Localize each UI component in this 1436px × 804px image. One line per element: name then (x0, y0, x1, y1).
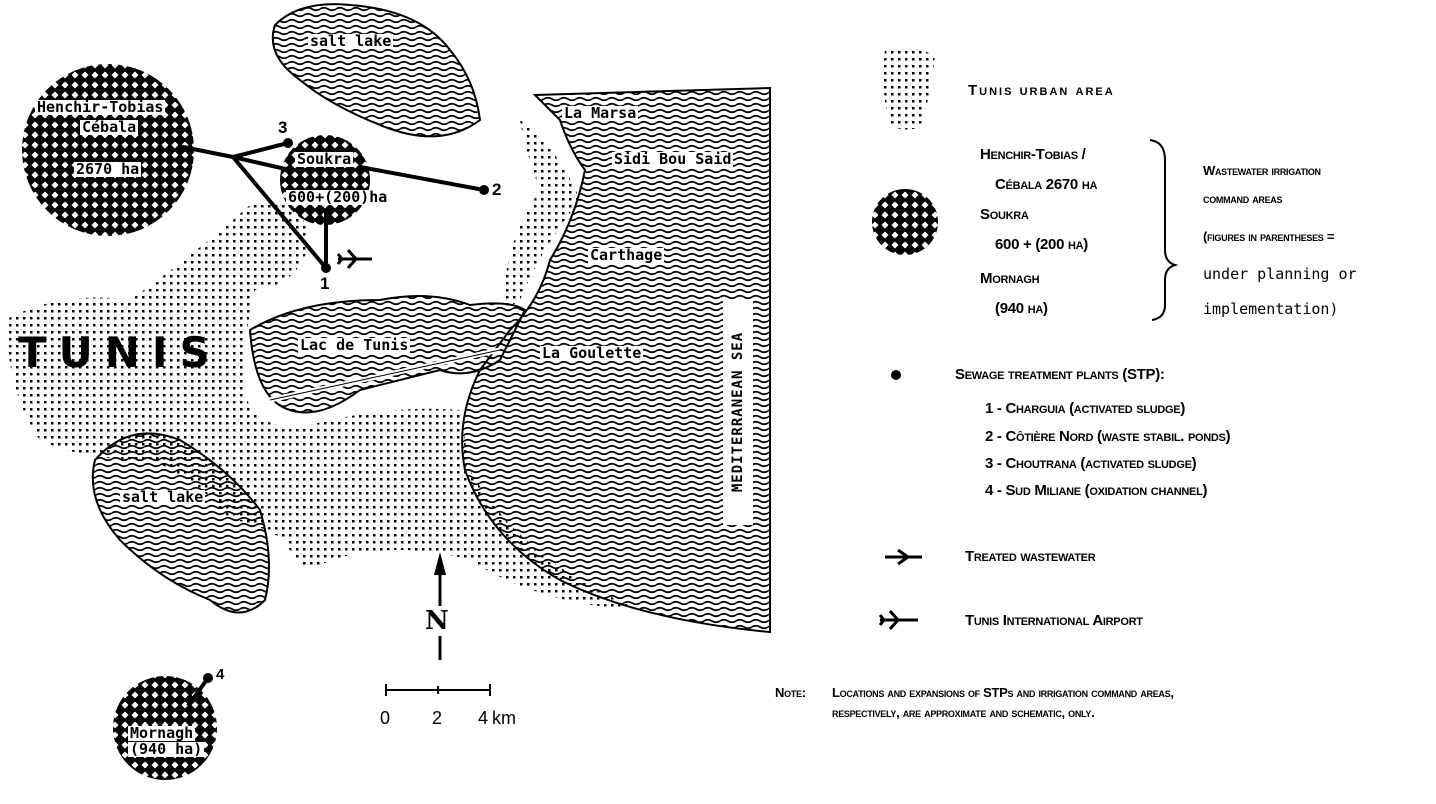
legend-stp-title: Sewage treatment plants (STP): (955, 366, 1165, 383)
stp-points (203, 138, 489, 683)
salt-lake-south (91, 432, 270, 614)
legend-brace (1149, 139, 1179, 321)
legend-stp-4: 4 - Sud Miliane (oxidation channel) (985, 482, 1208, 499)
salt-lake-north-label: salt lake (308, 32, 394, 50)
legend-area-1: Henchir-Tobias / (980, 146, 1086, 163)
legend-area-5: Mornagh (980, 270, 1040, 287)
scale-unit: km (492, 708, 516, 728)
henchir-label-3: 2670 ha (74, 160, 142, 178)
legend-stp-3: 3 - Choutrana (activated sludge) (985, 455, 1197, 472)
legend-urban-text: Tunis urban area (968, 82, 1115, 99)
tunis-label: TUNIS (18, 328, 222, 377)
henchir-label-1: Henchir-Tobias (35, 98, 166, 116)
stp-2-label: 2 (492, 180, 502, 199)
legend-area-2: Cébala 2670 ha (995, 176, 1098, 193)
legend-stp-dot (891, 370, 901, 380)
lac-de-tunis-label: Lac de Tunis (298, 336, 411, 354)
legend-airport-icon (878, 610, 918, 630)
legend-area-symbol (872, 189, 938, 255)
legend-desc-4: under planning or (1203, 265, 1357, 283)
la-marsa-label: La Marsa (562, 104, 639, 122)
sea-label: MEDITERRANEAN SEA (730, 331, 746, 493)
note-label: Note: (775, 685, 806, 700)
lac-de-tunis (248, 295, 527, 414)
note-line-2: respectively, are approximate and schema… (832, 705, 1095, 720)
sidi-bou-said-label: Sidi Bou Said (612, 150, 734, 168)
legend-area-4: 600 + (200 ha) (995, 236, 1088, 253)
henchir-label-2: Cébala (80, 118, 139, 136)
mornagh-label-2: (940 ha) (128, 740, 205, 758)
stp-1-label: 1 (320, 274, 330, 293)
salt-lake-north (271, 3, 482, 138)
legend-urban-symbol (883, 48, 935, 130)
treated-wastewater-lines (177, 141, 485, 708)
soukra-label-2: 600+(200)ha (286, 188, 390, 206)
legend-area-6: (940 ha) (995, 300, 1048, 317)
la-goulette-label: La Goulette (540, 344, 644, 362)
note-line-1: Locations and expansions of STPs and irr… (832, 685, 1174, 700)
coastal-urban-strip (504, 120, 580, 310)
legend-arrow-icon (885, 548, 922, 566)
north-label: N (425, 606, 449, 636)
henchir-area (22, 64, 194, 236)
legend-desc-3: (figures in parentheses = (1203, 229, 1335, 244)
soukra-label-1: Soukra (295, 150, 354, 168)
legend-desc-5: implementation) (1203, 300, 1339, 318)
tunis-urban-area (5, 201, 640, 611)
legend-area-3: Soukra (980, 206, 1029, 223)
stp-4-label: 4 (216, 666, 225, 683)
mornagh-label-1: Mornagh (128, 724, 196, 742)
legend-airport-text: Tunis International Airport (965, 612, 1143, 629)
stp-3-label: 3 (278, 118, 288, 137)
legend-treated-text: Treated wastewater (965, 548, 1096, 565)
scale-bar (385, 684, 491, 696)
airport-icon (336, 249, 372, 269)
scale-4: 4 (478, 708, 489, 728)
legend-desc-2: command areas (1203, 191, 1283, 206)
scale-2: 2 (432, 708, 443, 728)
carthage-label: Carthage (588, 246, 665, 264)
legend-stp-2: 2 - Côtière Nord (waste stabil. ponds) (985, 428, 1231, 445)
scale-0: 0 (380, 708, 391, 728)
legend-stp-1: 1 - Charguia (activated sludge) (985, 400, 1186, 417)
legend-desc-1: Wastewater irrigation (1203, 163, 1321, 178)
salt-lake-south-label: salt lake (120, 488, 206, 506)
